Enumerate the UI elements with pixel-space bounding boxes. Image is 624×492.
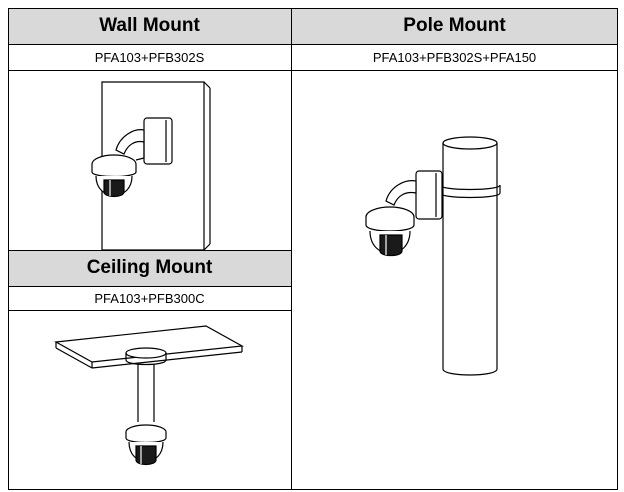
grid-line <box>8 250 291 251</box>
grid-line <box>291 8 292 490</box>
pole-mount-illustration <box>365 136 501 376</box>
grid-line <box>8 70 618 71</box>
pole-mount-header: Pole Mount <box>291 8 618 44</box>
grid-line <box>8 8 618 9</box>
wall-mount-title: Wall Mount <box>99 15 200 36</box>
grid-line <box>8 8 9 490</box>
pole-mount-model-cell: PFA103+PFB302S+PFA150 <box>291 44 618 70</box>
ceiling-mount-model: PFA103+PFB300C <box>94 290 205 306</box>
grid-line <box>8 489 618 490</box>
ceiling-mount-header: Ceiling Mount <box>8 250 291 286</box>
pole-mount-model: PFA103+PFB302S+PFA150 <box>372 49 537 65</box>
grid-line <box>8 310 291 311</box>
wall-mount-model: PFA103+PFB302S <box>94 49 205 65</box>
wall-mount-header: Wall Mount <box>8 8 291 44</box>
ceiling-mount-model-cell: PFA103+PFB300C <box>8 286 291 310</box>
grid-line <box>617 8 618 490</box>
mount-table: Wall Mount Pole Mount PFA103+PFB302S PFA… <box>8 8 618 490</box>
wall-mount-illustration <box>91 81 211 250</box>
grid-line <box>8 286 291 287</box>
ceiling-mount-title: Ceiling Mount <box>86 257 213 278</box>
grid-line <box>8 44 618 45</box>
ceiling-mount-illustration <box>54 325 244 466</box>
wall-mount-model-cell: PFA103+PFB302S <box>8 44 291 70</box>
pole-mount-title: Pole Mount <box>403 15 506 36</box>
